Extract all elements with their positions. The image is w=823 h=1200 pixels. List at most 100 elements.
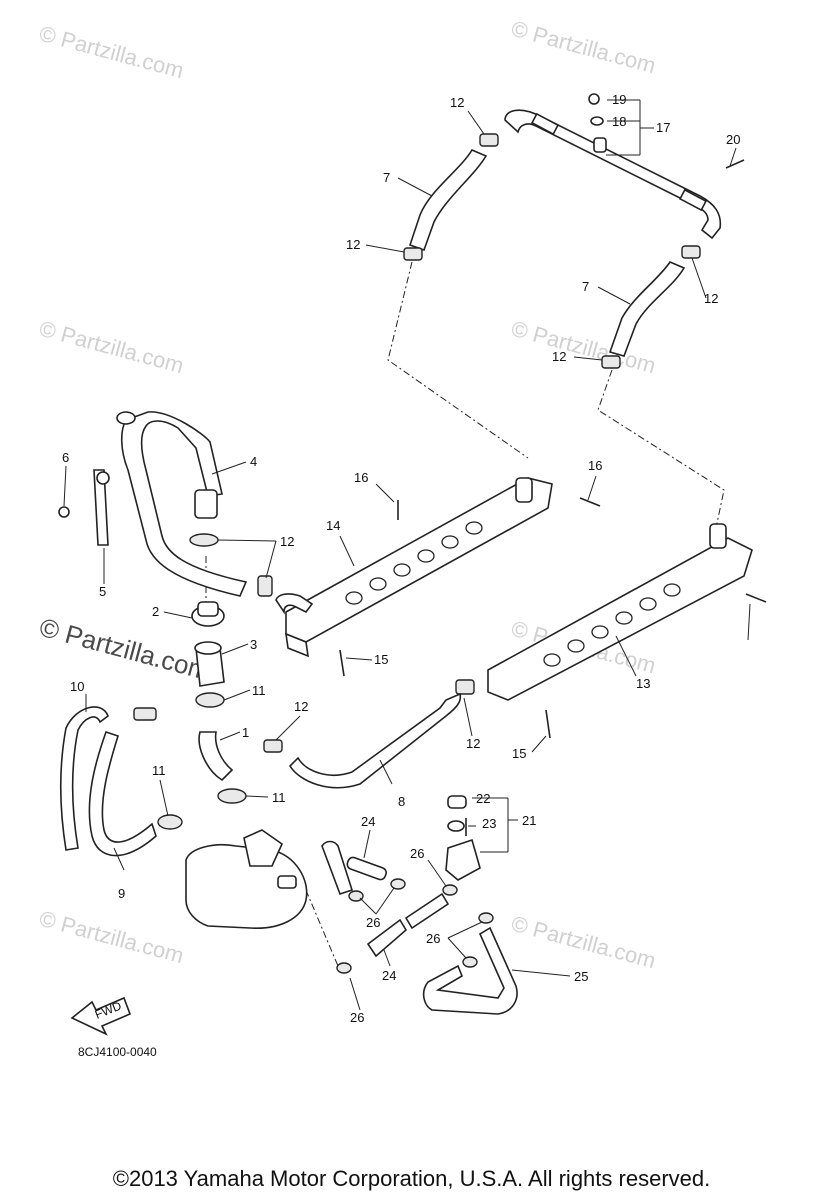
callout-4: 4 <box>250 454 257 469</box>
hose-9 <box>88 730 157 857</box>
clamp-11-b <box>217 788 247 804</box>
lower-right-fittings <box>321 795 571 1015</box>
callout-16: 16 <box>588 458 602 473</box>
washer-18 <box>590 116 604 126</box>
callout-26: 26 <box>426 931 440 946</box>
watermark-top-left: © Partzilla.com <box>37 21 187 84</box>
callout-12: 12 <box>294 699 308 714</box>
clamp-12-b <box>403 247 423 261</box>
watermark-bottom-left: © Partzilla.com <box>37 906 187 969</box>
callout-1: 1 <box>242 725 249 740</box>
watermark-top-right: © Partzilla.com <box>509 16 659 79</box>
clamp-11-a <box>195 692 225 708</box>
hose-8-body <box>288 692 462 789</box>
bolt-6 <box>58 506 70 518</box>
callout-21: 21 <box>522 813 536 828</box>
radiator-14-outlet <box>275 593 314 615</box>
cap-2-top <box>197 601 219 617</box>
clamp-26-a <box>390 878 406 890</box>
callout-11: 11 <box>152 763 166 778</box>
callout-2: 2 <box>152 604 159 619</box>
callout-25: 25 <box>574 969 588 984</box>
callout-8: 8 <box>398 794 405 809</box>
bolt-15-a <box>339 649 345 677</box>
pin-20 <box>725 159 745 169</box>
watermarks: © Partzilla.com © Partzilla.com © Partzi… <box>36 16 658 974</box>
callout-6: 6 <box>62 450 69 465</box>
callout-23: 23 <box>482 816 496 831</box>
callout-14: 14 <box>326 518 340 533</box>
water-pump-housing <box>185 829 308 929</box>
callout-10: 10 <box>70 679 84 694</box>
oring-22 <box>447 820 465 832</box>
watermark-large: © Partzilla.com <box>36 612 213 686</box>
radiator-14-inlet <box>515 477 533 503</box>
hose-1 <box>198 731 234 782</box>
clamp-12-a <box>479 133 499 147</box>
crossover-pipe <box>504 109 722 240</box>
pin-16-b <box>579 497 601 507</box>
pipe-bracket-right <box>678 188 708 212</box>
leaders-left <box>63 461 277 798</box>
callout-9: 9 <box>118 886 125 901</box>
lower-left-hoses <box>59 694 183 871</box>
clamp-12-e <box>189 533 219 547</box>
radiator-13-inlet <box>709 523 727 549</box>
fitting-21 <box>445 838 481 881</box>
callout-12: 12 <box>450 95 464 110</box>
callout-26: 26 <box>350 1010 364 1025</box>
radiator-14-body <box>285 477 553 643</box>
grommet-17 <box>593 137 607 153</box>
hose-24-upper <box>346 856 387 881</box>
fwd-arrow-icon <box>70 996 132 1036</box>
callout-17: 17 <box>656 120 670 135</box>
callout-13: 13 <box>636 676 650 691</box>
clamp-12-i <box>133 707 157 721</box>
clamp-12-d <box>601 355 621 369</box>
callout-11: 11 <box>272 790 286 805</box>
clamp-11-c <box>157 814 183 830</box>
hose-7-upper <box>408 148 488 252</box>
callout-15: 15 <box>512 746 526 761</box>
coolant-pipe-4 <box>120 411 248 597</box>
callout-11: 11 <box>252 683 266 698</box>
callout-7: 7 <box>582 279 589 294</box>
pump-fitting <box>277 875 297 889</box>
clamp-12-c <box>681 245 701 259</box>
clamp-12-g <box>455 679 475 695</box>
pump-housing-body <box>185 844 308 929</box>
upper-pipe-assembly <box>403 93 745 369</box>
leaders-upper <box>365 99 737 361</box>
clamp-12-f <box>257 575 273 597</box>
pipe-4-outlet <box>194 489 218 519</box>
leaders-radiators <box>339 475 751 753</box>
forward-arrow: FWD <box>70 996 132 1036</box>
pipe-4-end <box>116 411 136 425</box>
left-pipe-assembly <box>58 411 273 597</box>
callout-20: 20 <box>726 132 740 147</box>
callout-12: 12 <box>280 534 294 549</box>
clamp-26-c <box>442 884 458 896</box>
copyright-notice: ©2013 Yamaha Motor Corporation, U.S.A. A… <box>112 1166 711 1191</box>
watermark-mid-left: © Partzilla.com <box>37 316 187 379</box>
hose-24-upper-left <box>321 840 354 896</box>
callout-12: 12 <box>466 736 480 751</box>
bracket-5-eye <box>96 471 110 485</box>
thermostat-assembly <box>191 601 247 804</box>
pipe-bracket-left <box>530 112 560 136</box>
hose-25 <box>422 926 518 1015</box>
watermark-bottom-right: © Partzilla.com <box>509 911 659 974</box>
clamp-26-d <box>478 912 494 924</box>
hose-26-mid <box>404 892 450 930</box>
clamp-26-f <box>336 962 352 974</box>
cap-22 <box>447 795 467 809</box>
callout-26: 26 <box>410 846 424 861</box>
callout-19: 19 <box>612 92 626 107</box>
bolt-15-b <box>545 709 551 739</box>
callout-12: 12 <box>346 237 360 252</box>
hose-10-corrugated <box>59 706 109 851</box>
bracket-5 <box>93 469 109 546</box>
callout-12: 12 <box>704 291 718 306</box>
radiator-14-end <box>285 632 309 658</box>
callout-3: 3 <box>250 637 257 652</box>
